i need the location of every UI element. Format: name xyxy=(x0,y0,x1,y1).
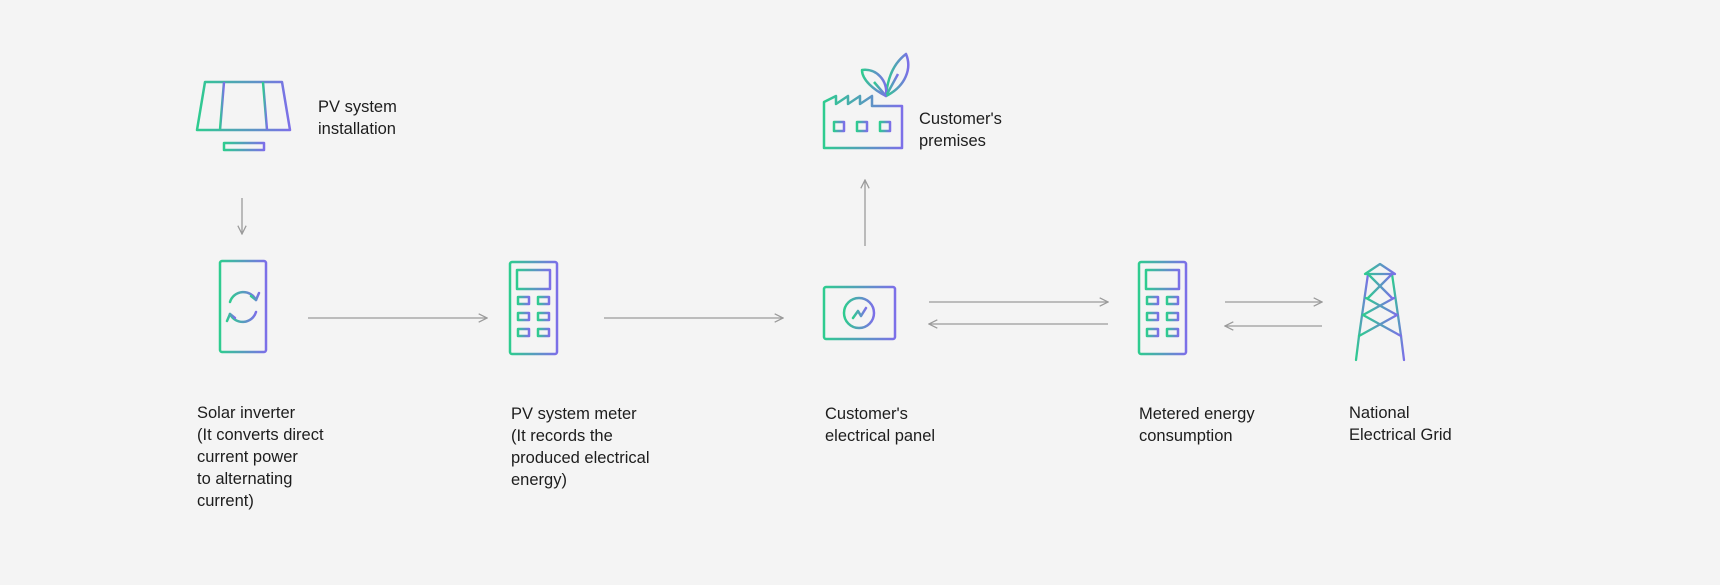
label-solar-inverter: Solar inverter (It converts direct curre… xyxy=(197,404,324,510)
factory-leaf-icon xyxy=(822,52,910,150)
power-tower-icon xyxy=(1347,262,1413,362)
inverter-icon xyxy=(218,259,268,354)
label-pv-installation: PV system installation xyxy=(318,98,397,138)
meter-icon xyxy=(1137,260,1188,356)
meter-icon xyxy=(508,260,559,356)
electrical-panel-icon xyxy=(822,285,897,341)
solar-panel-icon xyxy=(195,80,292,152)
label-electrical-panel: Customer's electrical panel xyxy=(825,405,936,445)
label-metered-consumption: Metered energy consumption xyxy=(1139,405,1255,445)
label-customer-premises: Customer's premises xyxy=(919,110,1002,150)
label-pv-meter: PV system meter (It records the produced… xyxy=(511,405,650,489)
label-national-grid: National Electrical Grid xyxy=(1349,404,1452,444)
